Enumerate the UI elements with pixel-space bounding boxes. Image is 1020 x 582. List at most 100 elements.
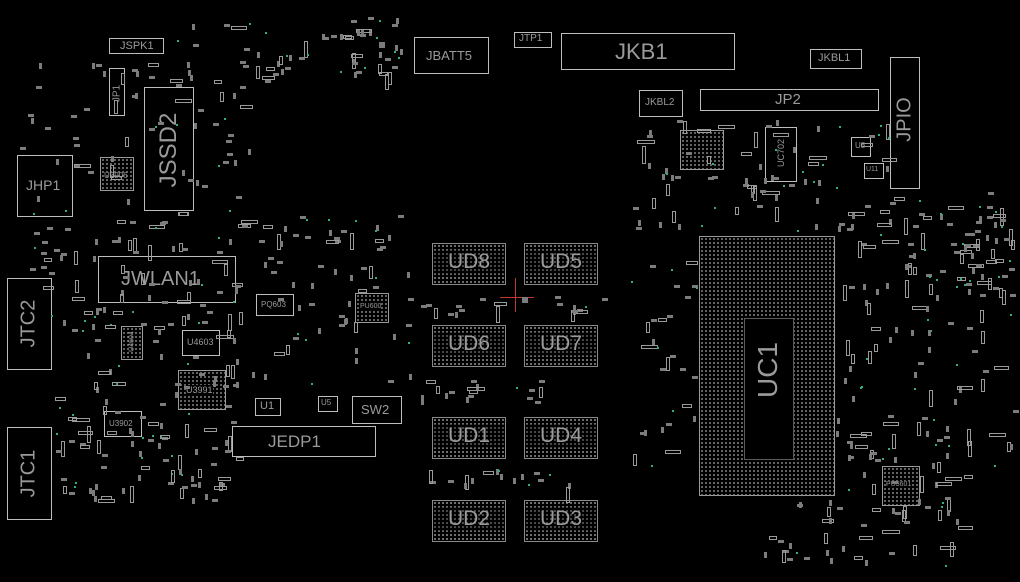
passive-pad [229,210,232,213]
passive-pad [218,476,232,481]
passive-pad [979,309,984,324]
passive-pad [847,228,854,232]
u4603-label: U4603 [187,337,214,347]
passive-pad [925,306,929,313]
passive-pad [121,72,126,86]
passive-pad [374,276,377,279]
passive-pad [979,215,983,222]
passive-pad [637,140,655,145]
passive-pad [678,223,682,230]
passive-pad [235,358,239,365]
passive-pad [235,288,239,295]
passive-pad [676,120,683,124]
passive-pad [894,512,901,516]
passive-pad [224,263,229,277]
passive-pad [297,305,301,312]
passive-pad [850,224,854,231]
passive-pad [353,321,358,334]
passive-pad [162,458,169,462]
memory-chip-ud1: UD1 [432,417,506,459]
passive-pad [340,33,344,40]
passive-pad [354,72,358,79]
passive-pad [350,275,354,282]
passive-pad [20,147,27,151]
passive-pad [130,440,134,447]
passive-pad [797,229,800,232]
passive-pad [62,319,66,326]
passive-pad [664,449,682,454]
passive-pad [1002,274,1009,278]
passive-pad [496,468,500,475]
passive-pad [692,416,696,423]
passive-pad [375,238,385,243]
passive-pad [814,224,818,231]
passive-pad [1009,228,1014,246]
passive-pad [178,243,183,253]
passive-pad [211,462,218,466]
passive-pad [956,363,959,366]
passive-pad [917,361,924,365]
passive-pad [75,481,78,484]
passive-pad [539,387,544,399]
passive-pad [919,212,926,216]
passive-pad [116,383,119,386]
passive-pad [61,477,68,481]
passive-pad [959,277,962,280]
passive-pad [304,338,307,341]
passive-pad [241,224,248,228]
passive-pad [238,311,243,326]
passive-pad [666,183,671,196]
passive-pad [932,419,935,422]
passive-pad [233,383,240,387]
passive-pad [521,297,525,304]
passive-pad [334,237,341,241]
passive-pad [928,347,932,354]
passive-pad [876,289,880,296]
passive-pad [247,148,251,155]
passive-pad [258,240,265,244]
passive-pad [368,266,373,280]
passive-pad [217,237,220,240]
passive-pad [351,54,364,59]
passive-pad [186,363,189,366]
passive-pad [376,247,383,251]
passive-pad [40,252,47,256]
passive-pad [277,297,284,301]
passive-pad [360,33,367,37]
passive-pad [759,189,766,193]
passive-pad [632,453,637,467]
passive-pad [671,269,674,272]
passive-pad [990,249,995,260]
passive-pad [944,436,951,440]
passive-pad [105,399,109,406]
passive-pad [111,239,118,243]
passive-pad [420,305,427,309]
passive-pad [734,206,739,216]
passive-pad [751,192,755,199]
passive-pad [399,48,403,55]
passive-pad [97,498,116,503]
passive-pad [120,290,124,297]
passive-pad [152,339,159,343]
passive-pad [911,329,914,336]
passive-pad [937,462,942,474]
passive-pad [160,354,164,361]
passive-pad [940,213,944,220]
passive-pad [367,17,374,21]
jkbl2-label: JKBL2 [645,97,675,108]
passive-pad [225,439,229,446]
memory-chip-ud3: UD3 [524,500,598,542]
passive-pad [759,163,763,170]
passive-pad [304,40,309,59]
passive-pad [939,269,946,273]
passive-pad [200,303,207,307]
passive-pad [159,423,163,430]
passive-pad [816,198,820,205]
passive-pad [110,323,113,326]
passive-pad [757,205,764,209]
passive-pad [926,273,933,277]
passive-pad [841,546,845,553]
passive-pad [212,380,216,387]
passive-pad [1006,441,1011,452]
passive-pad [641,345,659,350]
